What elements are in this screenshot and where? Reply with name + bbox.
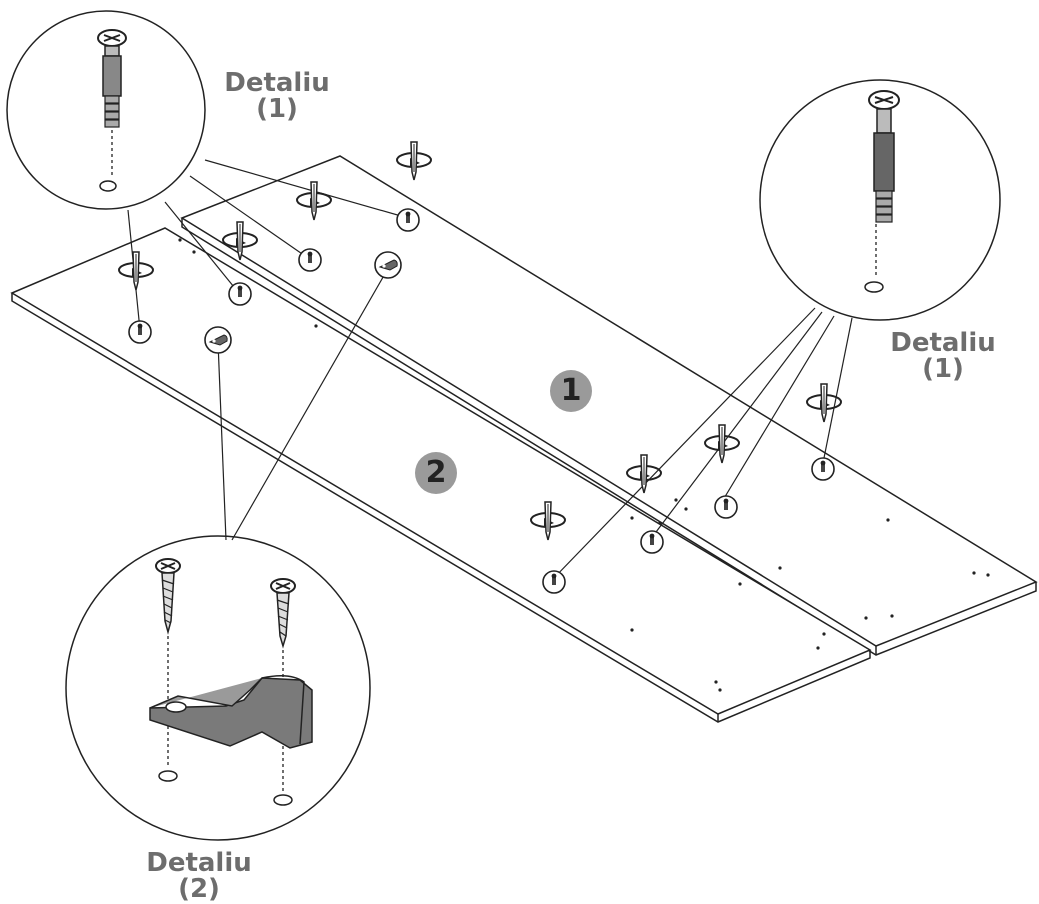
panel-holes xyxy=(178,238,990,692)
detail-2-bottom-left-circle xyxy=(65,535,371,841)
detail-word: Detaliu xyxy=(224,68,330,98)
detail-label-right: Detaliu (1) xyxy=(888,330,998,382)
detail-1-top-left-circle xyxy=(6,10,206,210)
detail-label-top-left: Detaliu (1) xyxy=(222,70,332,122)
detail-word: Detaliu xyxy=(146,848,252,878)
detail-number: (2) xyxy=(178,874,220,904)
panel-1-badge: 1 xyxy=(550,370,592,412)
screw-icon xyxy=(270,578,296,806)
cam-lock-bolt-icon xyxy=(864,90,900,293)
shelf-support-bracket-icon xyxy=(149,675,313,749)
screw-icon xyxy=(155,558,181,782)
cam-lock-bolt-icon xyxy=(97,29,127,192)
detail-1-right-circle xyxy=(759,79,1001,321)
panel-2-badge: 2 xyxy=(415,452,457,494)
detail-number: (1) xyxy=(256,94,298,124)
detail-word: Detaliu xyxy=(890,328,996,358)
detail-number: (1) xyxy=(922,354,964,384)
detail-label-bottom-left: Detaliu (2) xyxy=(144,850,254,902)
panel-1 xyxy=(180,155,1038,656)
leader-lines xyxy=(127,159,853,581)
